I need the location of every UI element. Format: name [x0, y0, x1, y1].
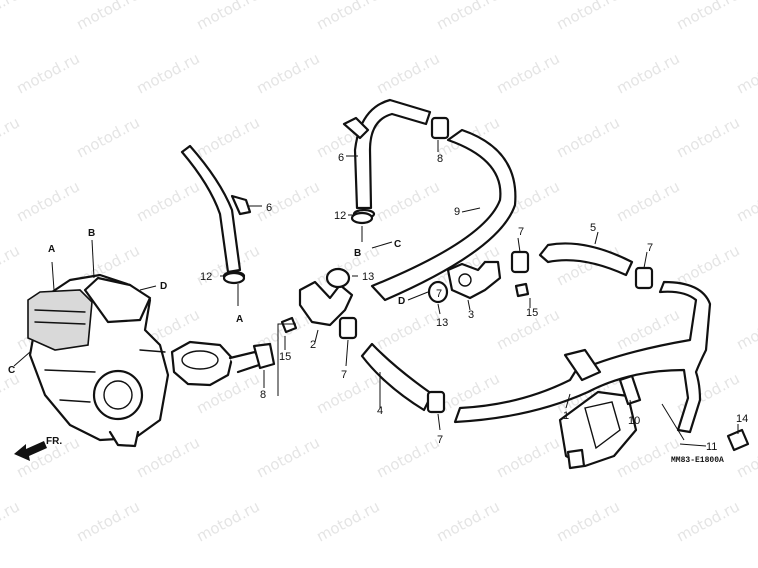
callout-6: 6	[338, 152, 344, 164]
watermark-text: motod.ru	[0, 369, 23, 417]
engine-block	[27, 273, 170, 448]
callout-12: 12	[334, 210, 346, 222]
connection-B: B	[354, 248, 361, 259]
callout-13: 13	[362, 271, 374, 283]
watermark-text: motod.ru	[133, 49, 202, 97]
callout-1: 1	[563, 410, 569, 422]
watermark-text: motod.ru	[0, 0, 23, 34]
thermostat-housing	[170, 340, 276, 387]
watermark-text: motod.ru	[373, 49, 442, 97]
watermark-text: motod.ru	[493, 433, 562, 481]
callout-12: 12	[200, 271, 212, 283]
callout-7: 7	[437, 434, 443, 446]
connection-D: D	[160, 281, 167, 292]
callout-13: 13	[436, 317, 448, 329]
callout-6: 6	[266, 202, 272, 214]
callout-3: 3	[468, 309, 474, 321]
callout-7: 7	[518, 226, 524, 238]
callout-7: 7	[647, 242, 653, 254]
watermark-text: motod.ru	[193, 0, 262, 34]
watermark-text: motod.ru	[133, 177, 202, 225]
watermark-text: motod.ru	[733, 49, 758, 97]
watermark-text: motod.ru	[0, 113, 23, 161]
connection-labels: A A B B C C D D	[8, 228, 405, 376]
front-label: FR.	[46, 436, 62, 447]
watermark-text: motod.ru	[0, 241, 23, 289]
connection-D: D	[398, 296, 405, 307]
pipe-1	[453, 280, 712, 434]
watermark-text: motod.ru	[0, 497, 23, 545]
diagram-code: MM83-E1800A	[671, 456, 724, 465]
watermark-text: motod.ru	[253, 433, 322, 481]
watermark-text: motod.ru	[313, 0, 382, 34]
watermark-text: motod.ru	[673, 497, 742, 545]
watermark-text: motod.ru	[433, 497, 502, 545]
callout-7: 7	[436, 288, 442, 300]
watermark-text: motod.ru	[373, 433, 442, 481]
joint-2	[298, 280, 354, 327]
watermark-text: motod.ru	[313, 497, 382, 545]
watermark-text: motod.ru	[613, 177, 682, 225]
callout-4: 4	[377, 405, 383, 417]
watermark-text: motod.ru	[193, 113, 262, 161]
watermark-text: motod.ru	[253, 49, 322, 97]
connection-C: C	[394, 239, 401, 250]
watermark-text: motod.ru	[313, 369, 382, 417]
watermark-text: motod.ru	[733, 305, 758, 353]
water-pump	[558, 390, 638, 470]
watermark-text: motod.ru	[73, 497, 142, 545]
watermark-text: motod.ru	[433, 0, 502, 34]
bolts	[280, 282, 750, 452]
watermark-text: motod.ru	[133, 433, 202, 481]
callout-11: 11	[706, 441, 717, 453]
callout-9: 9	[454, 206, 460, 218]
connection-B: B	[88, 228, 95, 239]
joint-3	[446, 260, 502, 300]
callout-8: 8	[260, 389, 266, 401]
connection-C: C	[8, 365, 15, 376]
watermark-text: motod.ru	[553, 497, 622, 545]
watermark-text: motod.ru	[493, 49, 562, 97]
o-rings	[222, 211, 449, 304]
watermark-text: motod.ru	[673, 113, 742, 161]
callout-15: 15	[279, 351, 291, 363]
callout-7: 7	[341, 369, 347, 381]
callout-5: 5	[590, 222, 596, 234]
watermark-text: motod.ru	[673, 241, 742, 289]
front-arrow-icon	[14, 441, 47, 461]
hose-5	[538, 242, 634, 277]
hose-9	[370, 128, 517, 302]
leader-lines	[13, 140, 739, 447]
watermark-text: motod.ru	[613, 49, 682, 97]
watermark-text: motod.ru	[733, 177, 758, 225]
callout-15: 15	[526, 307, 538, 319]
watermark-text: motod.ru	[373, 177, 442, 225]
watermark-text: motod.ru	[553, 0, 622, 34]
watermark-text: motod.ru	[673, 0, 742, 34]
callout-8: 8	[437, 153, 443, 165]
watermark-text: motod.ru	[193, 497, 262, 545]
callout-2: 2	[310, 339, 316, 351]
watermark-text: motod.ru	[73, 113, 142, 161]
callout-10: 10	[628, 415, 640, 427]
watermark-text: motod.ru	[13, 49, 82, 97]
watermark-text: motod.ru	[373, 305, 442, 353]
callout-14: 14	[736, 413, 748, 425]
connection-A: A	[236, 314, 243, 325]
watermark-text: motod.ru	[73, 0, 142, 34]
watermark-text: motod.ru	[253, 177, 322, 225]
connection-A: A	[48, 244, 55, 255]
watermark-text: motod.ru	[13, 177, 82, 225]
watermark-text: motod.ru	[553, 113, 622, 161]
